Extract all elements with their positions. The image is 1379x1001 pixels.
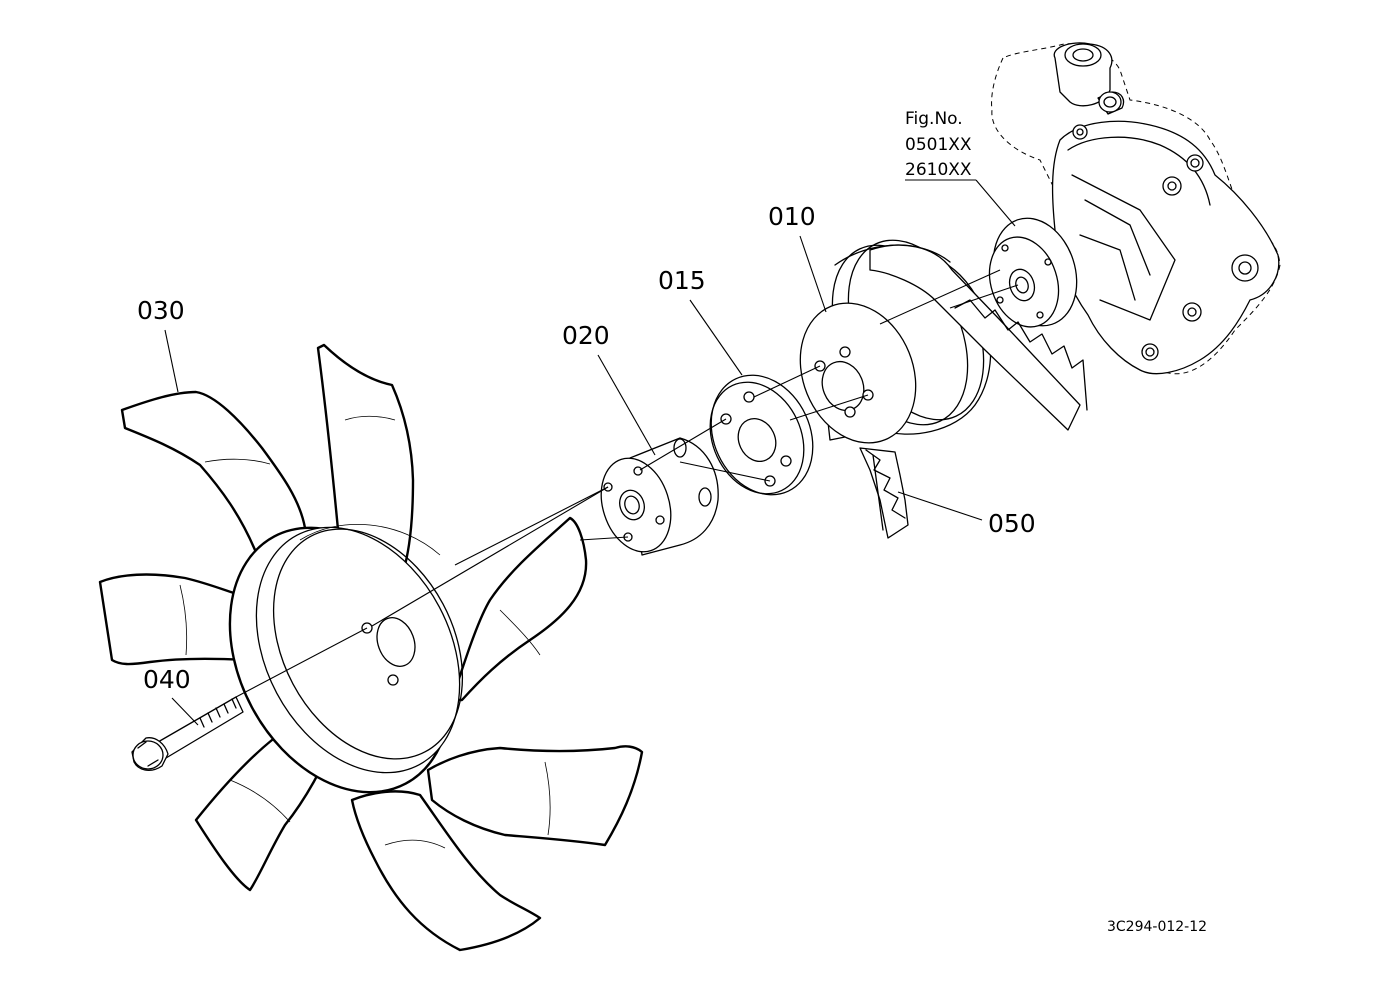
label-015: 015	[658, 266, 743, 376]
part-number-label: 020	[562, 321, 610, 350]
cooling-fan	[98, 343, 644, 952]
part-number-label: 015	[658, 266, 706, 295]
assembly-axis-lines	[235, 269, 1019, 698]
label-010: 010	[768, 202, 827, 313]
part-number-label: 030	[137, 296, 185, 325]
figure-reference-number: 0501XX	[905, 135, 972, 155]
label-040: 040	[143, 665, 199, 726]
spacer-plate	[709, 374, 814, 496]
fan-belt	[859, 244, 1088, 539]
part-number-label: 010	[768, 202, 816, 231]
water-pump-housing	[988, 42, 1281, 375]
label-050: 050	[897, 491, 1036, 538]
fan-spacer	[600, 437, 719, 556]
part-number-label: 050	[988, 509, 1036, 538]
fan-bolt	[131, 696, 244, 772]
part-number-label: 040	[143, 665, 191, 694]
drawing-code: 3C294-012-12	[1107, 919, 1207, 935]
figure-reference: Fig.No. 0501XX 2610XX	[905, 109, 1016, 227]
figure-reference-number: 2610XX	[905, 160, 972, 180]
label-030: 030	[137, 296, 185, 393]
label-020: 020	[562, 321, 656, 456]
figure-reference-caption: Fig.No.	[905, 109, 963, 129]
